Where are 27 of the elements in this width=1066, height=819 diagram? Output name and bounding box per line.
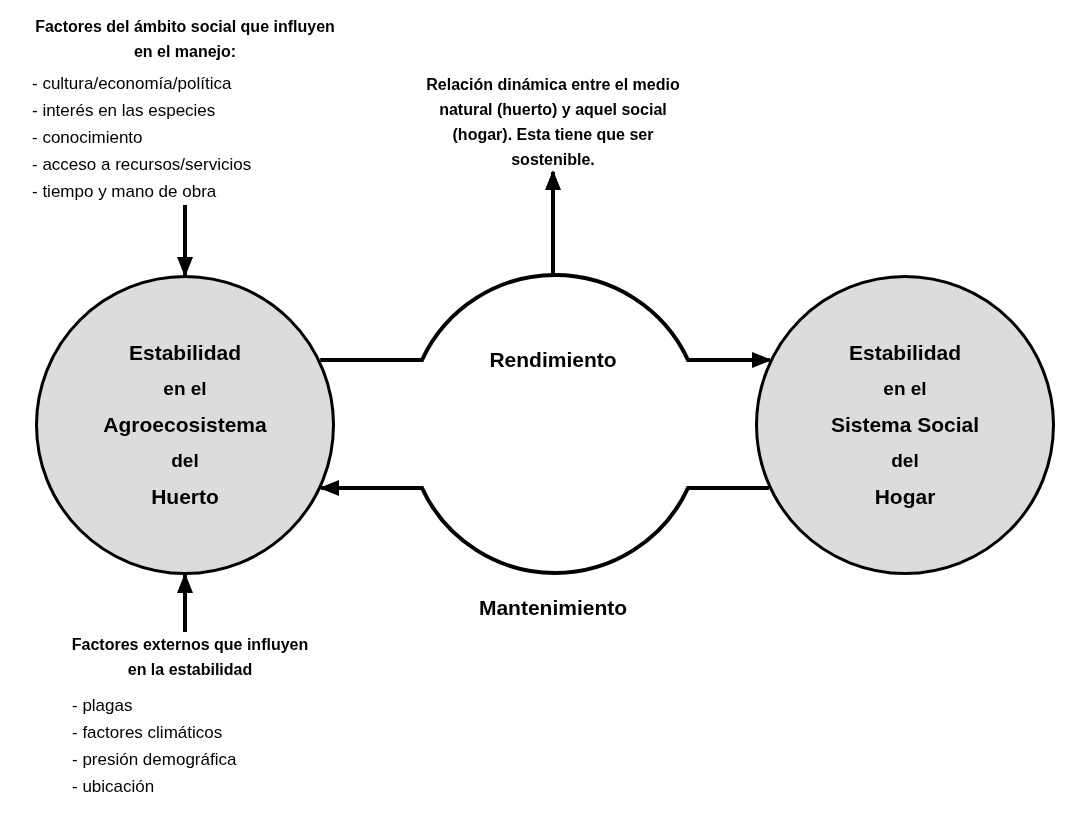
arrow: [177, 205, 193, 277]
list-item: - interés en las especies: [32, 100, 216, 122]
note-text: Relación dinámica entre el medio natural (huerto) y aquel social (hogar). Esta tiene que ser sostenible.: [425, 75, 681, 170]
list-item: - conocimiento: [32, 127, 143, 149]
list-item: - cultura/economía/política: [32, 73, 232, 95]
node-text: Huerto: [151, 484, 219, 510]
list-item: - ubicación: [72, 776, 155, 798]
list-item: - plagas: [72, 695, 133, 717]
list-item: - presión demográfica: [72, 749, 237, 771]
node-text: en el: [163, 377, 207, 401]
arrow: [545, 170, 561, 277]
node-text: Estabilidad: [129, 340, 241, 366]
node-text: Hogar: [874, 484, 936, 510]
arrow: [319, 480, 769, 575]
arrow: [177, 573, 193, 632]
list-item: - tiempo y mano de obra: [32, 181, 217, 203]
list-item: - factores climáticos: [72, 722, 223, 744]
node-text: Sistema Social: [830, 412, 980, 438]
node-text: del: [171, 449, 199, 473]
node-text: Estabilidad: [849, 340, 961, 366]
node-text: en el: [883, 377, 927, 401]
heading-text: Factores del ámbito social que influyen en el manejo:: [35, 17, 335, 62]
arrow: [320, 273, 772, 368]
list-item: - acceso a recursos/servicios: [32, 154, 252, 176]
node-text: del: [891, 449, 919, 473]
heading-text: Factores externos que influyen en la estabilidad: [70, 635, 310, 680]
node-text: Agroecosistema: [103, 412, 267, 438]
